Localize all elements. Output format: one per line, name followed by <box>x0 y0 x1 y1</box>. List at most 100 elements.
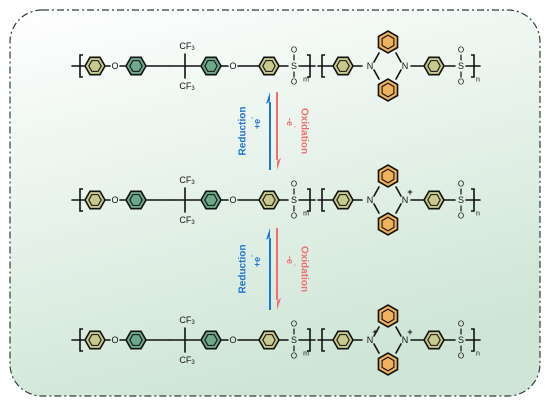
sulfonyl-oxygen-label: O <box>291 46 297 55</box>
bond <box>395 186 402 197</box>
subscript-n: n <box>476 351 480 358</box>
redox-arrow-pair: Reduction+e- Oxidation-e- <box>238 228 310 310</box>
cf3-top-label: CF3 <box>179 315 195 326</box>
benzene-ring <box>258 330 280 350</box>
reduction-label: Reduction <box>238 107 249 156</box>
sulfonyl-oxygen-label: O <box>458 352 464 361</box>
bond <box>373 186 380 197</box>
phenazine-top-ring <box>377 164 399 188</box>
oxidation-arrowhead <box>277 158 281 170</box>
benzene-ring <box>125 190 147 210</box>
phenazine-top-ring <box>377 30 399 54</box>
benzene-ring <box>258 56 280 76</box>
ether-oxygen-label: O <box>111 195 118 205</box>
sulfonyl-oxygen-label: O <box>458 180 464 189</box>
ether-oxygen-label: O <box>229 195 236 205</box>
redox-arrow-pair: Reduction+e- Oxidation-e- <box>238 92 310 170</box>
reduction-electron-label: +e- <box>250 117 262 129</box>
oxidation-electron-label: -e- <box>285 256 297 266</box>
phenazine-bottom-ring <box>377 352 399 376</box>
reduction-label: Reduction <box>238 245 249 294</box>
benzene-ring <box>84 190 106 210</box>
sulfonyl-sulfur-label: S <box>291 61 297 71</box>
subscript-m: m <box>303 211 309 218</box>
left-bracket-m <box>79 54 83 78</box>
benzene-ring <box>332 56 354 76</box>
cf3-bottom-label: CF3 <box>179 355 195 366</box>
sulfonyl-oxygen-label: O <box>291 352 297 361</box>
sulfonyl-oxygen-label: O <box>291 212 297 221</box>
ether-oxygen-label: O <box>229 61 236 71</box>
benzene-ring <box>423 56 445 76</box>
benzene-ring <box>125 330 147 350</box>
ether-oxygen-label: O <box>229 335 236 345</box>
nitrogen-left-label: N <box>367 335 374 345</box>
subscript-n: n <box>476 211 480 218</box>
sulfonyl-sulfur-label: S <box>291 195 297 205</box>
bond <box>395 203 402 214</box>
reduction-arrowhead <box>266 92 270 104</box>
benzene-ring <box>84 56 106 76</box>
subscript-n: n <box>476 77 480 84</box>
sulfonyl-oxygen-label: O <box>458 212 464 221</box>
nitrogen-left-label: N <box>367 61 374 71</box>
benzene-ring <box>200 56 222 76</box>
phenazine-top-ring <box>377 304 399 328</box>
bond <box>373 343 380 354</box>
positive-charge: + <box>407 187 412 197</box>
bond <box>395 69 402 80</box>
sulfonyl-sulfur-label: S <box>458 195 464 205</box>
benzene-ring <box>423 330 445 350</box>
subscript-m: m <box>303 351 309 358</box>
bond <box>373 326 380 337</box>
oxidation-electron-label: -e- <box>285 118 297 128</box>
redox-arrows: Reduction+e-Oxidation-e-Reduction+e-Oxid… <box>238 92 310 310</box>
right-bracket-m <box>307 328 311 352</box>
cf3-top-label: CF3 <box>179 41 195 52</box>
cf3-top-label: CF3 <box>179 175 195 186</box>
reduction-electron-label: +e- <box>250 255 262 267</box>
phenazine-bottom-ring <box>377 78 399 102</box>
reduction-arrowhead <box>266 228 270 240</box>
benzene-ring <box>200 190 222 210</box>
nitrogen-left-label: N <box>367 195 374 205</box>
positive-charge: + <box>407 327 412 337</box>
right-bracket-m <box>307 188 311 212</box>
right-bracket-n <box>471 328 475 352</box>
bond <box>373 69 380 80</box>
oxidation-label: Oxidation <box>299 108 310 154</box>
right-bracket-n <box>471 54 475 78</box>
right-bracket-n <box>471 188 475 212</box>
nitrogen-right-label: N <box>402 195 409 205</box>
sulfonyl-sulfur-label: S <box>291 335 297 345</box>
benzene-ring <box>258 190 280 210</box>
ether-oxygen-label: O <box>111 335 118 345</box>
cf3-bottom-label: CF3 <box>179 81 195 92</box>
phenazine-bottom-ring <box>377 212 399 236</box>
benzene-ring <box>332 330 354 350</box>
oxidation-label: Oxidation <box>299 246 310 292</box>
bond <box>395 52 402 63</box>
left-bracket-m <box>79 328 83 352</box>
left-bracket-m <box>79 188 83 212</box>
bond <box>395 326 402 337</box>
benzene-ring <box>84 330 106 350</box>
bond <box>373 52 380 63</box>
nitrogen-right-label: N <box>402 61 409 71</box>
sulfonyl-oxygen-label: O <box>291 320 297 329</box>
oxidation-arrowhead <box>277 298 281 310</box>
sulfonyl-sulfur-label: S <box>458 335 464 345</box>
bond <box>395 343 402 354</box>
benzene-ring <box>200 330 222 350</box>
sulfonyl-oxygen-label: O <box>458 78 464 87</box>
nitrogen-right-label: N <box>402 335 409 345</box>
polymer-structures: OCF3CF3OSOOmNNSOOnOCF3CF3OSOOmNN·+SOOnOC… <box>71 30 481 376</box>
right-bracket-m <box>307 54 311 78</box>
sulfonyl-oxygen-label: O <box>291 78 297 87</box>
sulfonyl-oxygen-label: O <box>291 180 297 189</box>
benzene-ring <box>332 190 354 210</box>
sulfonyl-oxygen-label: O <box>458 320 464 329</box>
